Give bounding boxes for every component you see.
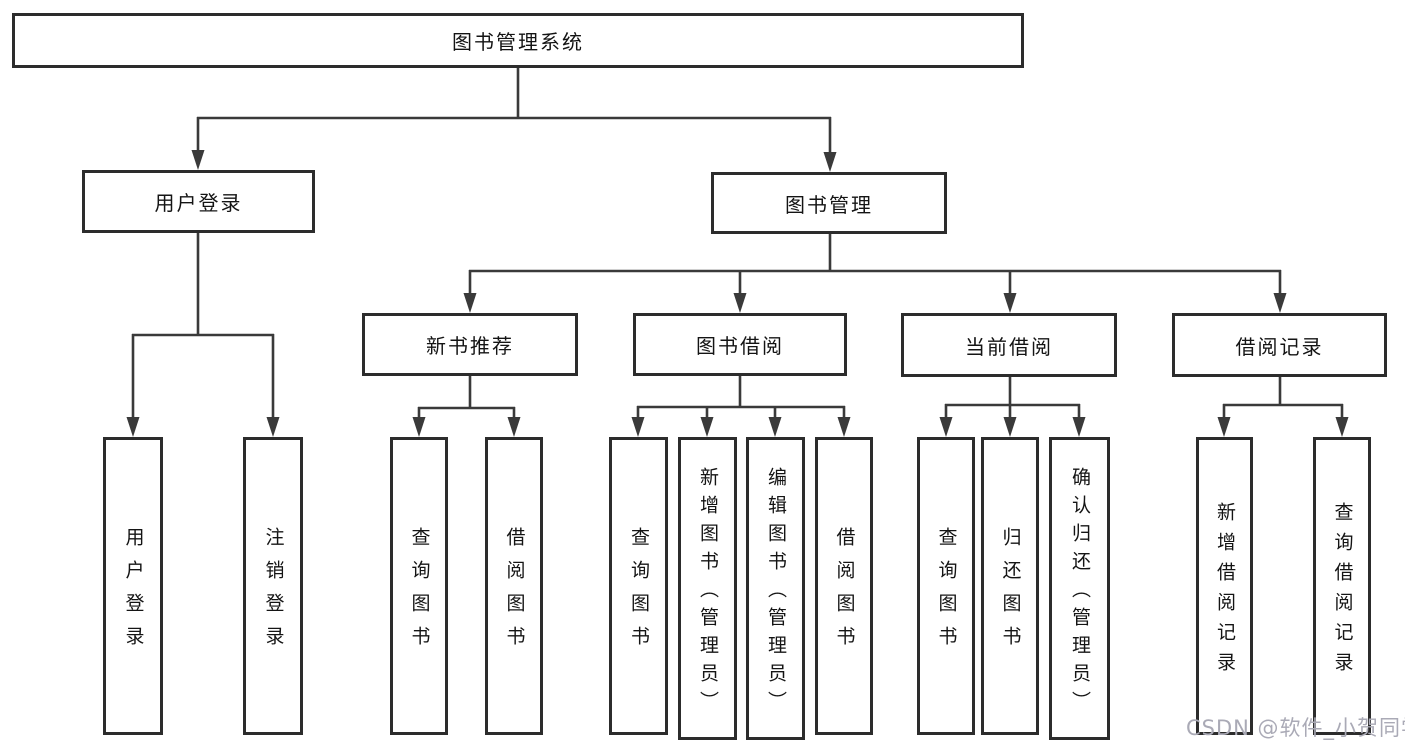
leaf-add-book-admin: 新增图书（管理员）: [678, 437, 737, 740]
node-new-book-recommend: 新书推荐: [362, 313, 578, 376]
leaf-borrow-books: 借阅图书: [815, 437, 873, 735]
node-current-borrowing: 当前借阅: [901, 313, 1117, 377]
arrowhead: [507, 417, 521, 437]
arrowhead: [700, 417, 714, 437]
arrowhead: [1003, 293, 1017, 313]
node-borrow-records: 借阅记录: [1172, 313, 1387, 377]
leaf-user-login: 用户登录: [103, 437, 163, 735]
arrowhead: [1273, 293, 1287, 313]
leaf-add-borrow-record: 新增借阅记录: [1196, 437, 1253, 735]
csdn-watermark: CSDN @软件_小贺同学: [1186, 716, 1405, 740]
connector-userlogin-to-children: [131, 233, 275, 420]
node-book-management: 图书管理: [711, 172, 947, 234]
arrowhead: [266, 417, 280, 437]
arrowhead: [191, 150, 205, 170]
leaf-confirm-return-admin: 确认归还（管理员）: [1049, 437, 1110, 740]
leaf-return-books: 归还图书: [981, 437, 1039, 735]
arrowhead: [1217, 417, 1231, 437]
connector-records-to-children: [1222, 377, 1344, 420]
arrowhead: [733, 293, 747, 313]
arrowhead: [463, 293, 477, 313]
leaf-borrow-books-recommend: 借阅图书: [485, 437, 543, 735]
arrowhead: [1072, 417, 1086, 437]
arrowhead: [837, 417, 851, 437]
connector-currentborrow-to-children: [944, 377, 1081, 420]
arrowhead: [768, 417, 782, 437]
arrowhead: [126, 417, 140, 437]
leaf-edit-book-admin: 编辑图书（管理员）: [746, 437, 805, 740]
node-library-system: 图书管理系统: [12, 13, 1024, 68]
leaf-query-books-borrowing: 查询图书: [609, 437, 668, 735]
arrowhead: [939, 417, 953, 437]
node-user-login-group: 用户登录: [82, 170, 315, 233]
node-book-borrowing: 图书借阅: [633, 313, 847, 376]
arrowhead: [1003, 417, 1017, 437]
leaf-query-books-recommend: 查询图书: [390, 437, 448, 735]
arrowhead: [1335, 417, 1349, 437]
connector-bookborrow-to-children: [636, 376, 846, 420]
connector-bookmgmt-to-level3: [468, 234, 1282, 296]
leaf-logout: 注销登录: [243, 437, 303, 735]
arrowhead: [631, 417, 645, 437]
leaf-query-books-current: 查询图书: [917, 437, 975, 735]
connector-root-to-level2: [196, 68, 832, 155]
leaf-query-borrow-record: 查询借阅记录: [1313, 437, 1371, 735]
arrowhead: [412, 417, 426, 437]
connector-newbook-to-children: [417, 376, 516, 420]
arrowhead: [823, 152, 837, 172]
